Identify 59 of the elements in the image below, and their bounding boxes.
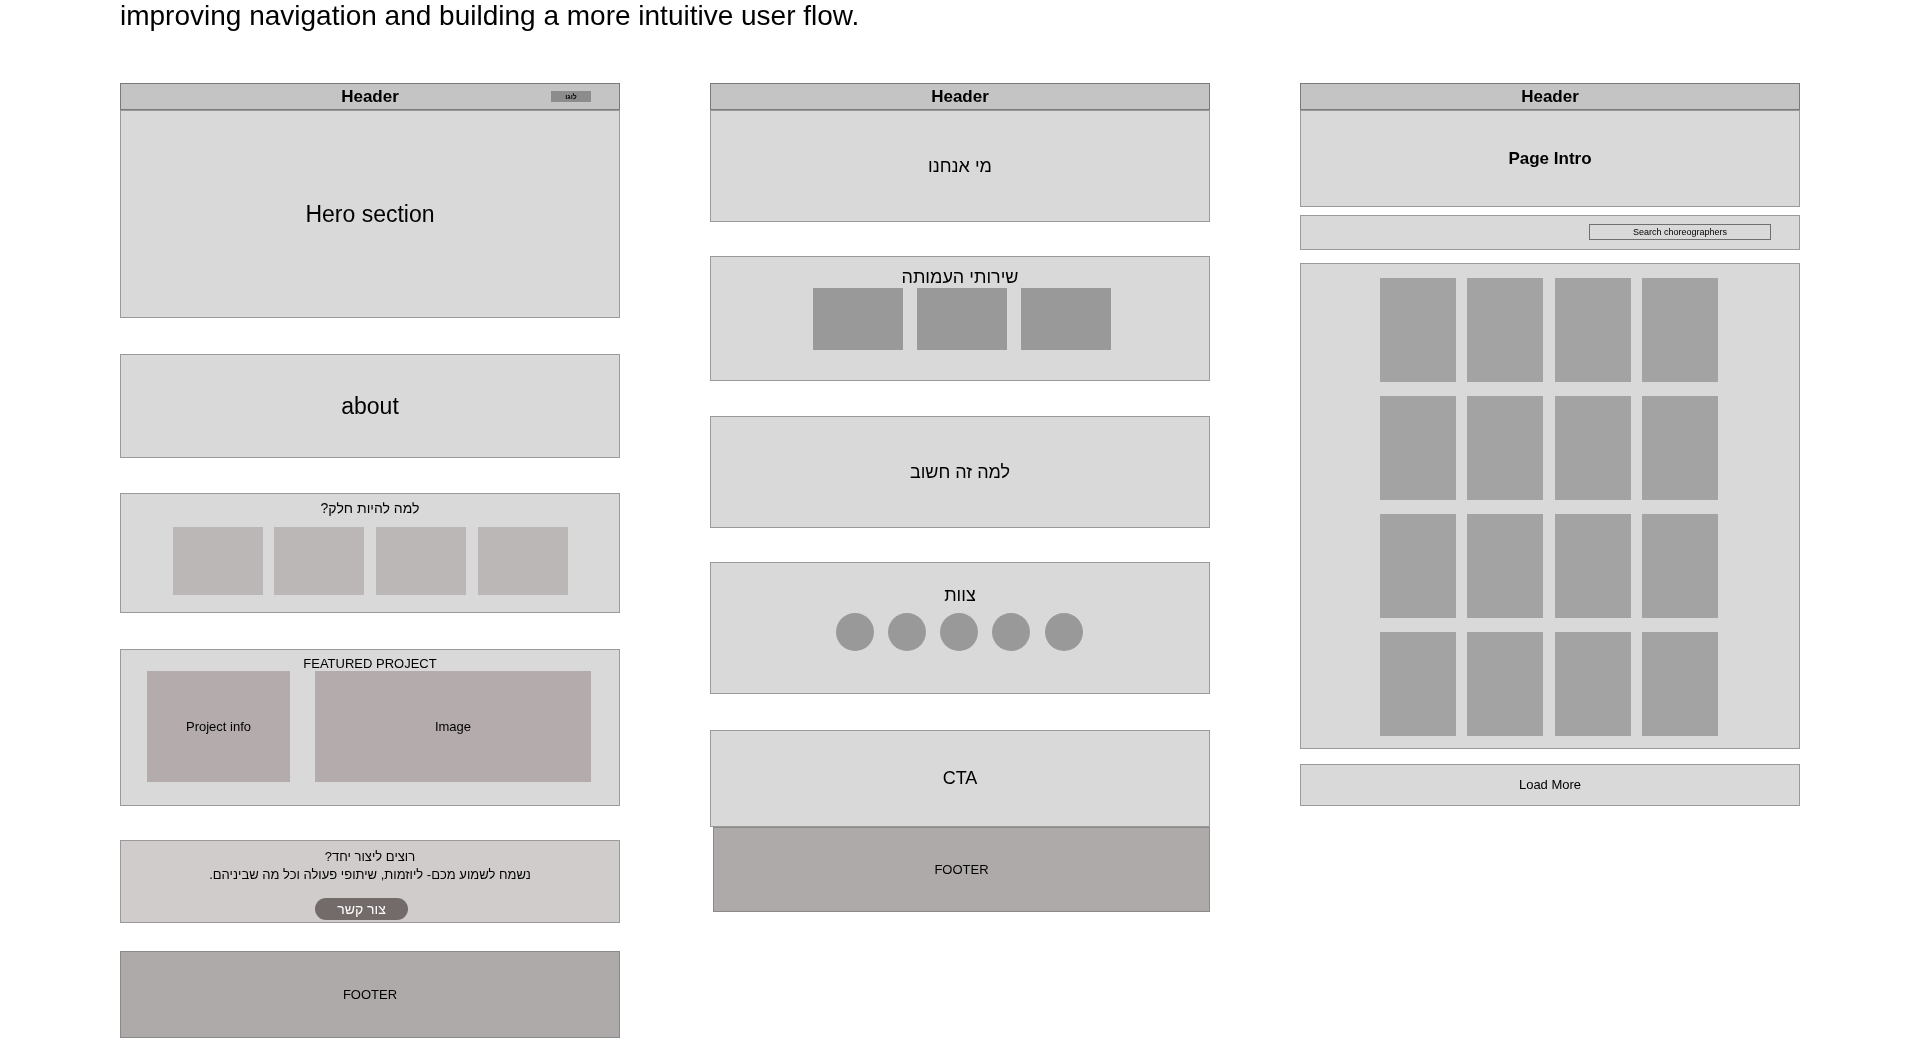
- content-section: [120, 493, 620, 613]
- image-panel: Image: [315, 671, 591, 782]
- card-placeholder: [173, 527, 263, 595]
- section-title: צוות: [944, 584, 976, 607]
- card-placeholder: [813, 288, 903, 350]
- intro-text: improving navigation and building a more intuitive user flow.: [120, 0, 860, 32]
- card-placeholder: [1380, 632, 1456, 736]
- section-text: נשמח לשמוע מכם- ליוזמות, שיתופי פעולה וכל מה שביניהם.: [209, 867, 531, 883]
- card-placeholder: [1467, 278, 1543, 382]
- avatar-circle: [992, 613, 1030, 651]
- card-placeholder: [1555, 632, 1631, 736]
- section-title: שירותי העמותה: [901, 266, 1019, 289]
- footer-band: FOOTER: [120, 951, 620, 1038]
- content-section: [120, 649, 620, 806]
- content-section: CTA: [710, 730, 1210, 827]
- card-placeholder: [376, 527, 466, 595]
- header-title: Header: [341, 86, 399, 107]
- card-placeholder: [1380, 514, 1456, 618]
- project-info-panel: Project info: [147, 671, 290, 782]
- content-section: Page Intro: [1300, 110, 1800, 207]
- card-placeholder: [1467, 632, 1543, 736]
- load-more-button: Load More: [1300, 764, 1800, 806]
- avatar-circle: [1045, 613, 1083, 651]
- avatar-circle: [888, 613, 926, 651]
- header-band: [120, 83, 620, 110]
- content-section: מי אנחנו: [710, 110, 1210, 222]
- section-title: למה להיות חלק?: [320, 499, 420, 517]
- search-bar: [1300, 215, 1800, 250]
- card-placeholder: [274, 527, 364, 595]
- header-band: Header: [1300, 83, 1800, 110]
- section-title: רוצים ליצור יחד?: [324, 849, 416, 865]
- content-section: [710, 256, 1210, 381]
- card-placeholder: [1380, 396, 1456, 500]
- card-placeholder: [1467, 514, 1543, 618]
- contact-button: צור קשר: [315, 898, 408, 920]
- avatar-circle: [940, 613, 978, 651]
- content-section: about: [120, 354, 620, 458]
- card-placeholder: [1021, 288, 1111, 350]
- card-placeholder: [1642, 514, 1718, 618]
- footer-band: FOOTER: [713, 827, 1210, 912]
- cta-section: [120, 840, 620, 923]
- hero-section: Hero section: [120, 110, 620, 318]
- card-placeholder: [1555, 514, 1631, 618]
- header-band: Header: [710, 83, 1210, 110]
- search-field: Search choreographers: [1589, 224, 1771, 240]
- card-placeholder: [1467, 396, 1543, 500]
- card-placeholder: [1642, 632, 1718, 736]
- section-title: FEATURED PROJECT: [303, 656, 437, 672]
- content-section: למה זה חשוב: [710, 416, 1210, 528]
- card-placeholder: [1642, 396, 1718, 500]
- card-placeholder: [1380, 278, 1456, 382]
- avatar-circle: [836, 613, 874, 651]
- card-placeholder: [917, 288, 1007, 350]
- card-placeholder: [1555, 396, 1631, 500]
- card-grid: [1300, 263, 1800, 749]
- card-placeholder: [1642, 278, 1718, 382]
- content-section: [710, 562, 1210, 694]
- card-placeholder: [478, 527, 568, 595]
- card-placeholder: [1555, 278, 1631, 382]
